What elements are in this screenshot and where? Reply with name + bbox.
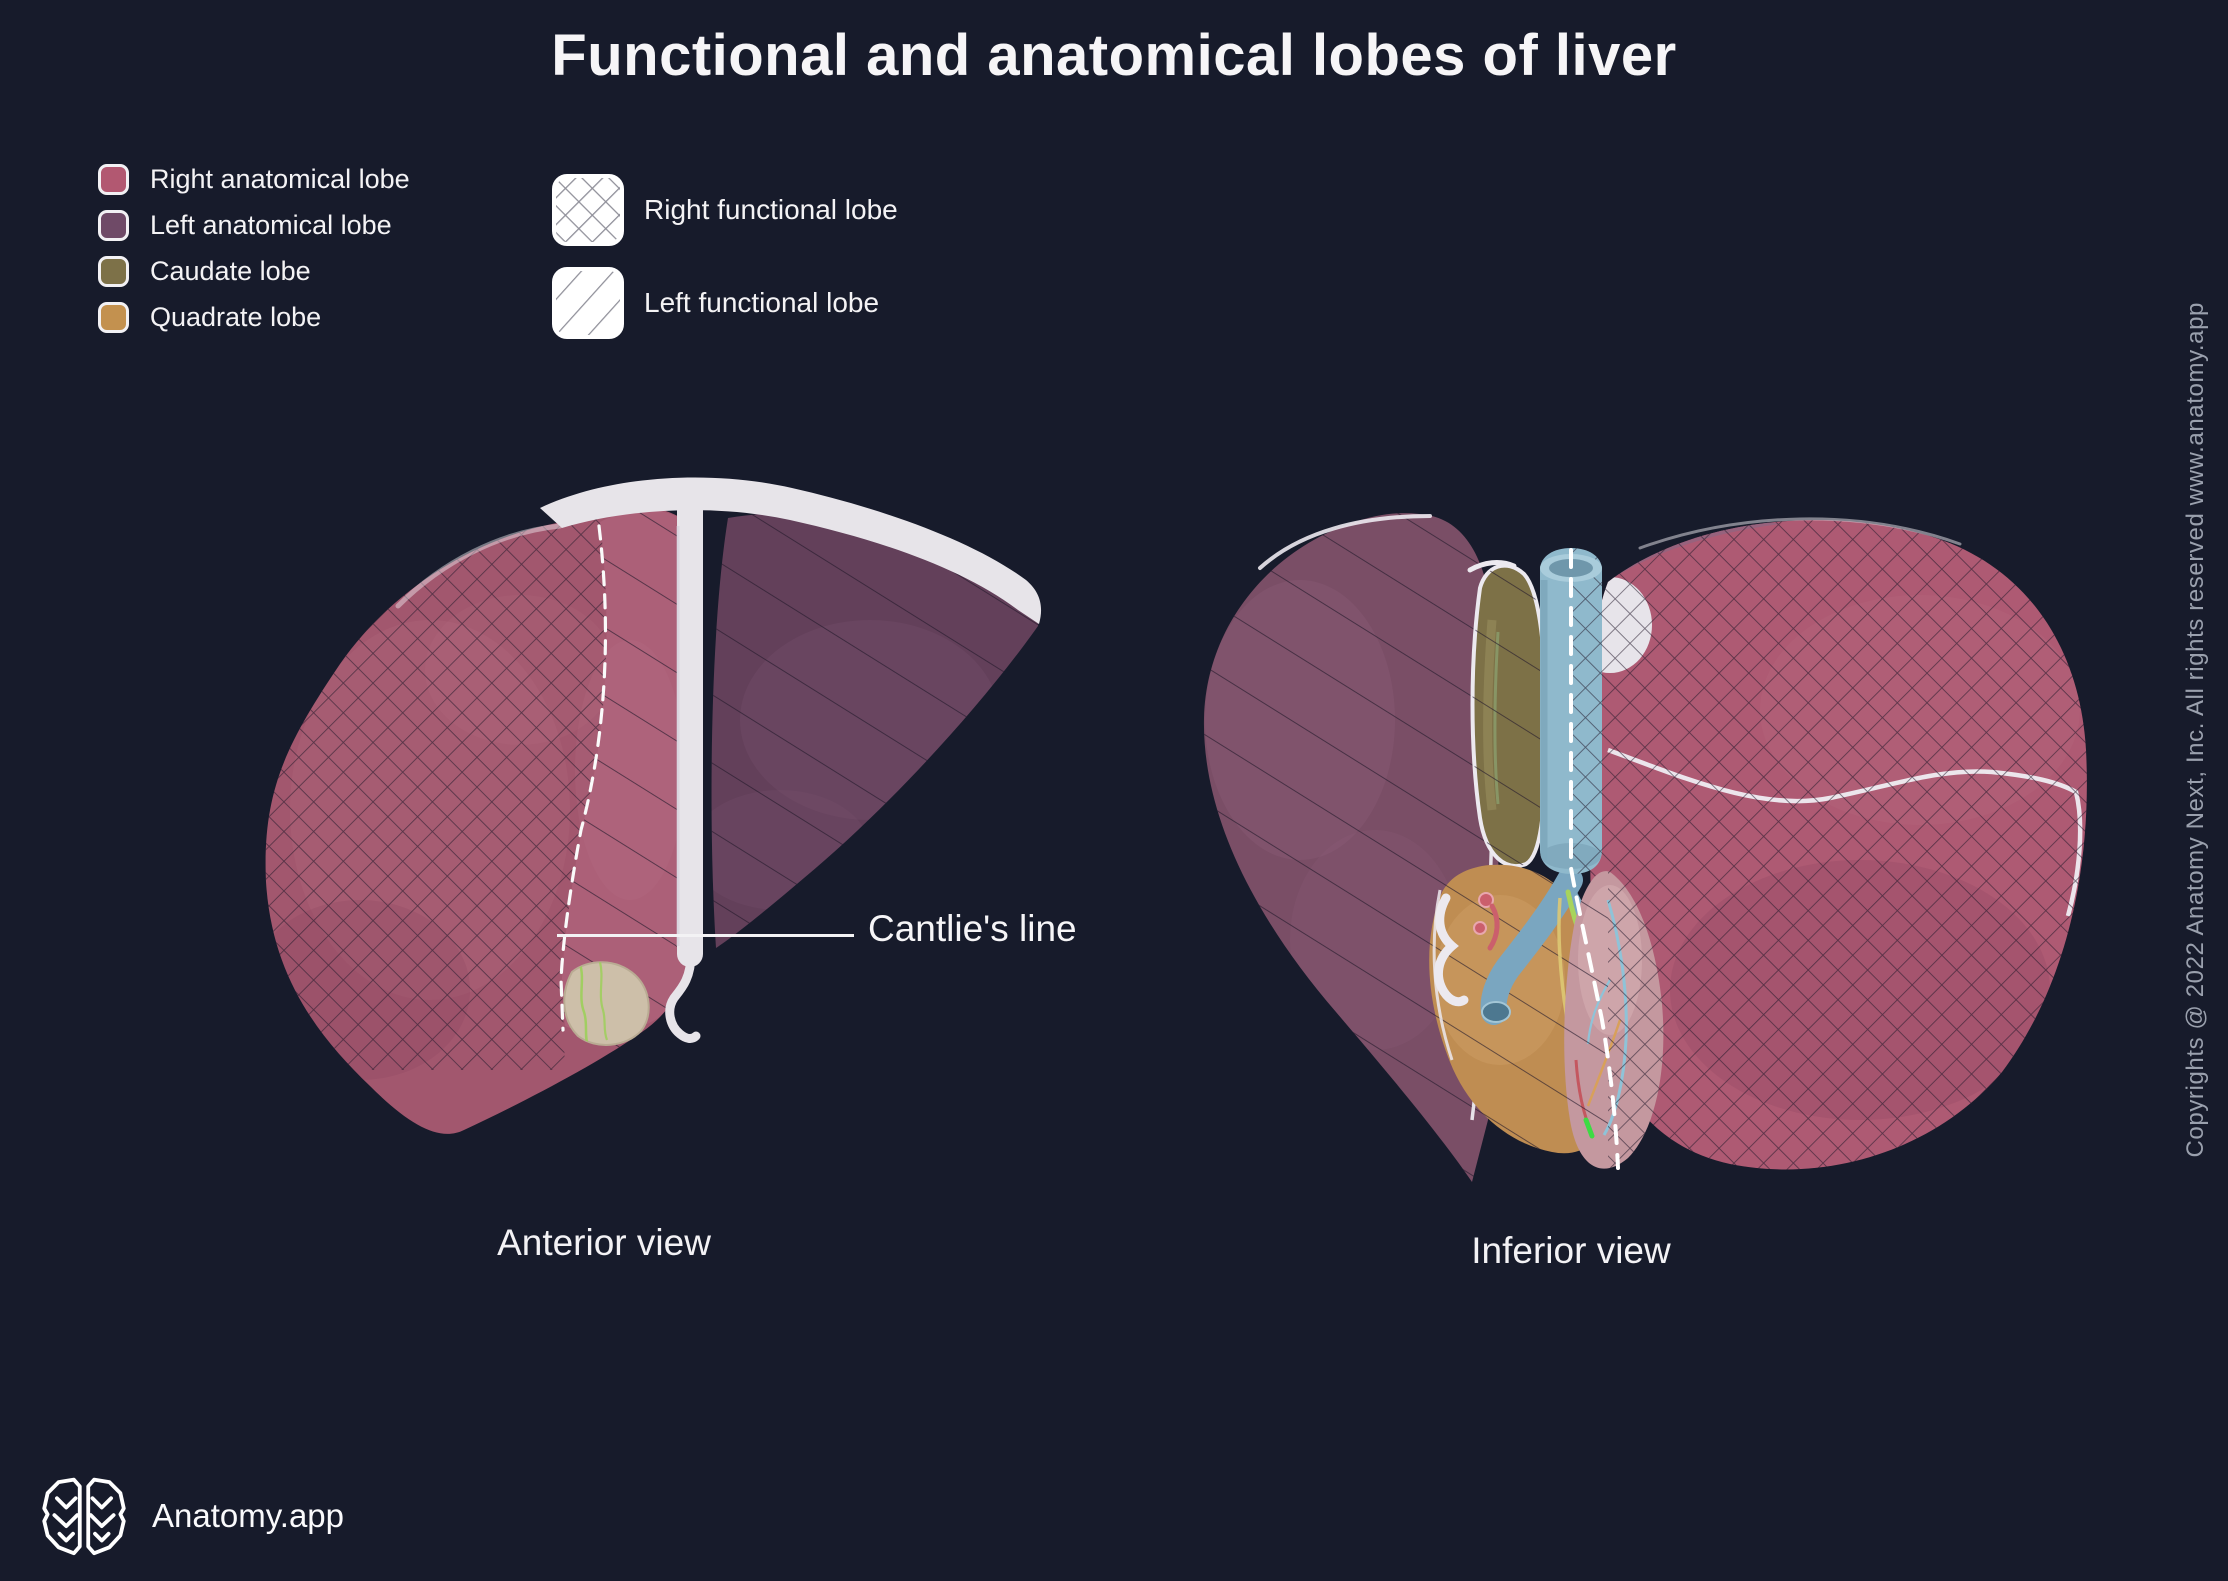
legend-label: Left functional lobe bbox=[644, 287, 880, 318]
legend-item-right-functional-lobe: Right functional lobe bbox=[552, 174, 898, 246]
portal-vein-cut bbox=[1481, 1001, 1511, 1023]
bile-duct-tip bbox=[1583, 1117, 1595, 1139]
legend-item-right-anatomical-lobe: Right anatomical lobe bbox=[98, 164, 410, 195]
hepatic-artery-cut bbox=[1473, 921, 1487, 935]
brain-icon bbox=[42, 1477, 126, 1556]
copyright-text: Copyrights @ 2022 Anatomy Next, Inc. All… bbox=[2182, 302, 2209, 1158]
ligamentum-teres bbox=[665, 949, 701, 1043]
legend-label: Caudate lobe bbox=[150, 256, 311, 286]
left-anatomical-lobe-swatch bbox=[98, 210, 129, 241]
caudate-lobe-swatch bbox=[98, 256, 129, 287]
legend-anatomical: Right anatomical lobe Left anatomical lo… bbox=[98, 164, 410, 333]
legend-label: Right functional lobe bbox=[644, 194, 898, 225]
legend-functional: Right functional lobe Left functional lo… bbox=[552, 174, 898, 339]
quadrate-lobe-swatch bbox=[98, 302, 129, 333]
cantlies-line-leader bbox=[557, 934, 854, 937]
gallbladder-vessel bbox=[578, 963, 590, 1045]
gallbladder bbox=[563, 961, 650, 1046]
portal-vein bbox=[1480, 867, 1583, 1025]
ligamentum-teres bbox=[1433, 893, 1469, 1007]
anterior-view-caption: Anterior view bbox=[497, 1222, 711, 1263]
legend-item-quadrate-lobe: Quadrate lobe bbox=[98, 302, 410, 333]
cantlies-line-dashed bbox=[559, 524, 608, 1032]
dome-highlight bbox=[395, 523, 563, 609]
inferior-view-caption: Inferior view bbox=[1471, 1230, 1671, 1271]
legend-label: Right anatomical lobe bbox=[150, 164, 410, 194]
lobe-edge-highlight bbox=[1638, 517, 1962, 550]
ligament-bridge bbox=[1467, 560, 1517, 573]
hepatic-artery bbox=[1487, 903, 1500, 951]
right-functional-lobe-hatch bbox=[1571, 548, 1602, 874]
page-title: Functional and anatomical lobes of liver bbox=[551, 23, 1677, 88]
gallbladder-vessel bbox=[598, 962, 609, 1041]
footer-brand: Anatomy.app bbox=[40, 1474, 344, 1558]
hepatic-artery-cut bbox=[1478, 892, 1494, 908]
legend-label: Left anatomical lobe bbox=[150, 210, 392, 240]
legend-item-left-functional-lobe: Left functional lobe bbox=[552, 267, 898, 339]
crosshatch-icon bbox=[552, 174, 624, 246]
legend-item-left-anatomical-lobe: Left anatomical lobe bbox=[98, 210, 410, 241]
right-anatomical-lobe-swatch bbox=[98, 164, 129, 195]
left-functional-lobe-hatch bbox=[1472, 565, 1546, 867]
caudate-lobe-shape bbox=[1470, 563, 1549, 868]
falciform-ligament bbox=[540, 477, 1042, 1043]
brand-name: Anatomy.app bbox=[152, 1497, 345, 1534]
diagonal-lines-icon bbox=[552, 267, 624, 339]
legend-item-caudate-lobe: Caudate lobe bbox=[98, 256, 410, 287]
cantlies-line-label: Cantlie's line bbox=[868, 908, 1077, 949]
anterior-view-illustration bbox=[265, 477, 1042, 1134]
right-anatomical-lobe-shape bbox=[265, 507, 693, 1134]
inferior-view-illustration bbox=[1203, 513, 2087, 1183]
lobe-edge-highlight bbox=[1258, 514, 1432, 570]
right-functional-lobe-hatch bbox=[1588, 520, 2087, 1170]
right-anatomical-lobe-shape bbox=[1588, 517, 2087, 1170]
gallbladder bbox=[1564, 871, 1664, 1169]
functional-division-dashed-line bbox=[1569, 548, 1620, 1170]
legend-label: Quadrate lobe bbox=[150, 302, 322, 332]
